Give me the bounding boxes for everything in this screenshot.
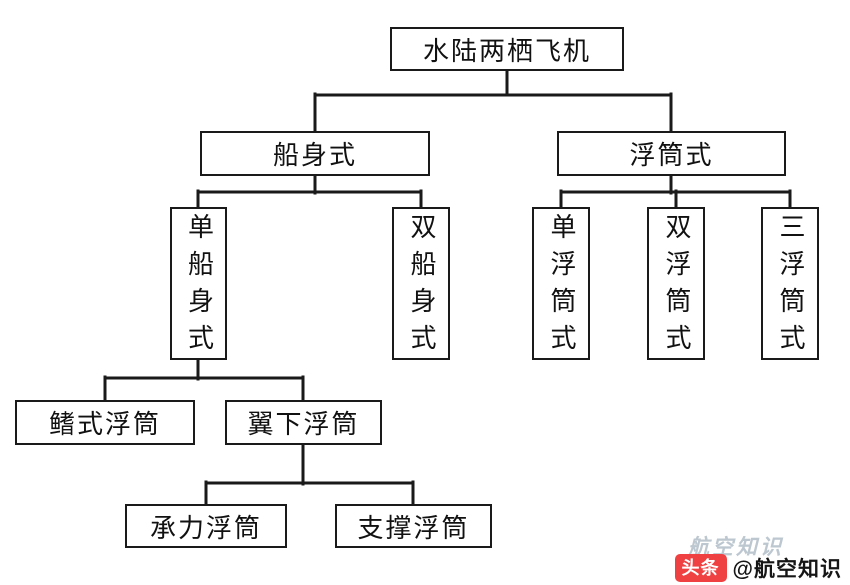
node-double-float-label: 双浮筒式 — [662, 212, 691, 361]
node-double-hull-label: 双船身式 — [407, 212, 436, 361]
node-root: 水陆两栖飞机 — [390, 27, 624, 71]
node-underwing-float: 翼下浮筒 — [225, 400, 382, 445]
node-double-float: 双浮筒式 — [647, 207, 705, 361]
footer-handle: @航空知识 — [732, 558, 842, 581]
node-single-float-label: 单浮筒式 — [547, 212, 576, 361]
node-float-type: 浮筒式 — [557, 131, 786, 176]
node-single-hull-label: 单船身式 — [184, 212, 214, 361]
footer-credit: 头条 @航空知识 — [674, 553, 842, 583]
node-fin-float: 鳍式浮筒 — [15, 400, 195, 445]
node-load-float: 承力浮筒 — [125, 504, 287, 548]
node-triple-float: 三浮筒式 — [761, 207, 819, 361]
node-single-float: 单浮筒式 — [532, 207, 590, 361]
node-triple-float-label: 三浮筒式 — [776, 212, 805, 361]
toutiao-logo: 头条 — [674, 554, 727, 582]
node-double-hull: 双船身式 — [392, 207, 450, 361]
node-support-float: 支撑浮筒 — [335, 504, 492, 548]
node-single-hull: 单船身式 — [170, 207, 227, 361]
node-hull-type: 船身式 — [200, 131, 430, 176]
